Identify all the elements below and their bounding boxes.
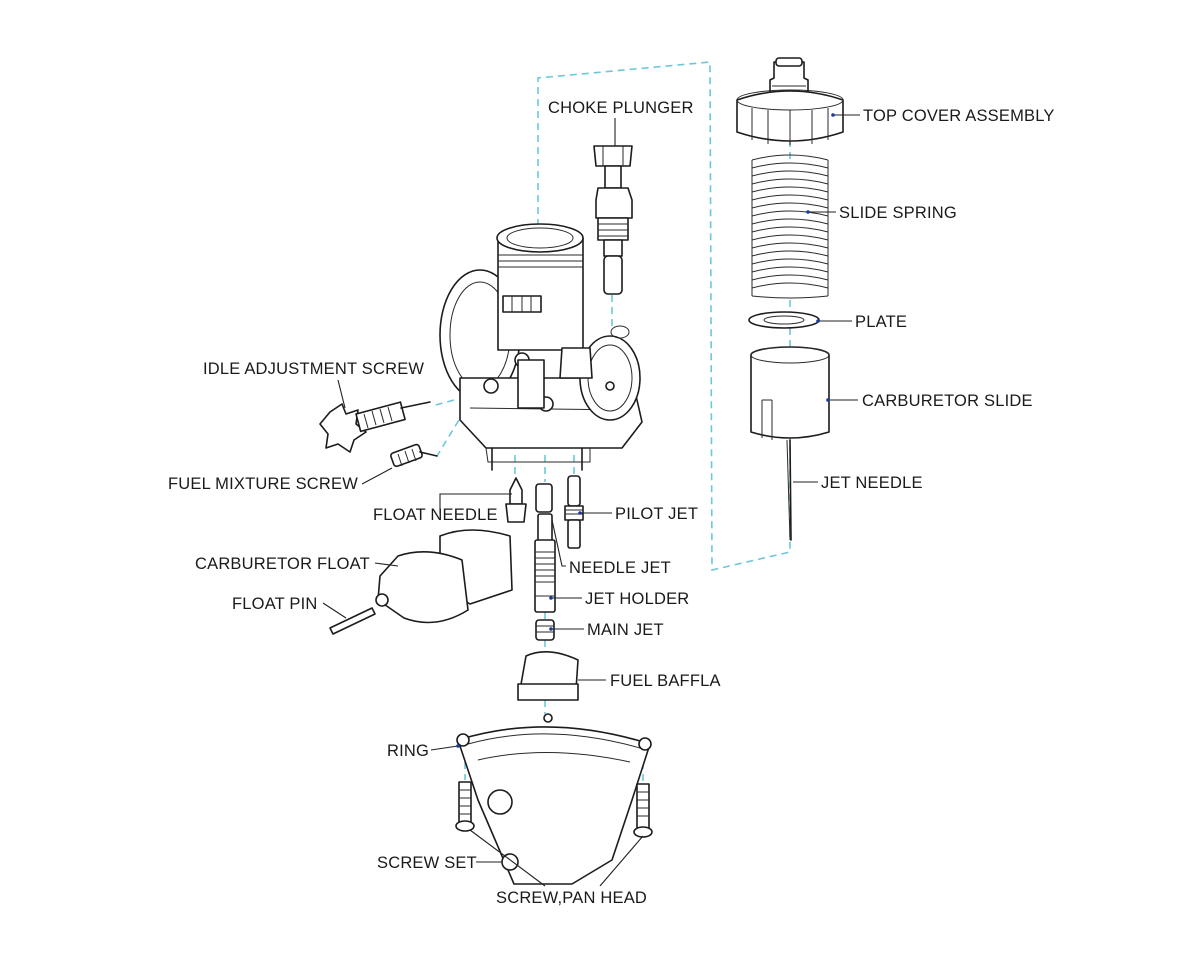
label-carburetor-slide: CARBURETOR SLIDE xyxy=(862,392,1033,410)
label-plate: PLATE xyxy=(855,313,907,331)
main-jet-part xyxy=(535,619,555,641)
fuel-mixture-screw-part xyxy=(390,443,438,468)
label-pilot-jet: PILOT JET xyxy=(615,505,698,523)
top-cover-assembly-part xyxy=(736,57,844,145)
label-fuel-baffla: FUEL BAFFLA xyxy=(610,672,721,690)
label-jet-needle: JET NEEDLE xyxy=(821,474,923,492)
label-float-pin: FLOAT PIN xyxy=(232,595,318,613)
label-jet-holder: JET HOLDER xyxy=(585,590,689,608)
float-needle-part xyxy=(505,477,527,523)
pilot-jet-part xyxy=(564,475,584,549)
screw-pan-head-left xyxy=(455,781,475,832)
leader-lines xyxy=(322,113,860,887)
label-fuel-mixture-screw: FUEL MIXTURE SCREW xyxy=(168,475,358,493)
label-screw-set: SCREW SET xyxy=(377,854,477,872)
label-top-cover-assembly: TOP COVER ASSEMBLY xyxy=(863,107,1055,125)
carburetor-body-part xyxy=(439,223,643,471)
float-pin-part xyxy=(329,607,376,635)
carburetor-float-part xyxy=(375,529,513,624)
jet-holder-part xyxy=(534,539,556,613)
carburetor-slide-part xyxy=(750,346,830,541)
float-bowl-part xyxy=(456,713,652,885)
label-screw-pan-head: SCREW,PAN HEAD xyxy=(496,889,647,907)
label-choke-plunger: CHOKE PLUNGER xyxy=(548,99,694,117)
needle-jet-part xyxy=(535,483,553,543)
label-float-needle: FLOAT NEEDLE xyxy=(373,506,498,524)
plate-part xyxy=(748,311,820,329)
screw-pan-head-right xyxy=(633,783,653,838)
choke-plunger-part xyxy=(593,145,633,295)
fuel-baffla-part xyxy=(517,651,579,701)
idle-adjustment-screw-part xyxy=(319,401,431,453)
part-labels: CHOKE PLUNGER TOP COVER ASSEMBLY SLIDE S… xyxy=(168,99,1055,907)
label-ring: RING xyxy=(387,742,429,760)
label-main-jet: MAIN JET xyxy=(587,621,664,639)
label-slide-spring: SLIDE SPRING xyxy=(839,204,957,222)
label-idle-adjustment-screw: IDLE ADJUSTMENT SCREW xyxy=(203,360,424,378)
label-carburetor-float: CARBURETOR FLOAT xyxy=(195,555,370,573)
slide-spring-part xyxy=(751,154,829,299)
label-needle-jet: NEEDLE JET xyxy=(569,559,671,577)
